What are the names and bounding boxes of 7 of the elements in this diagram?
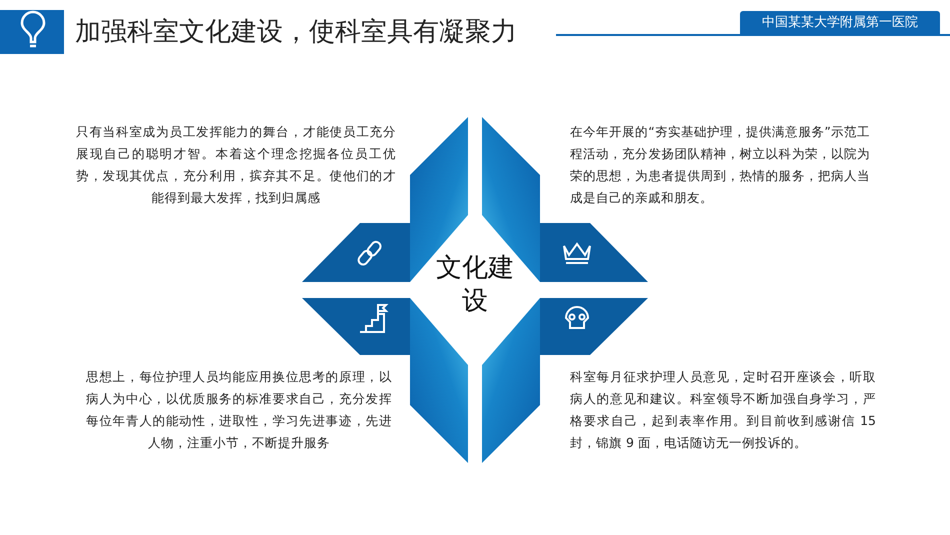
- paragraph: 只有当科室成为员工发挥能力的舞台，才能使员工充分展现自己的聪明才智。本着这个理念挖掘各位员工优势，发现其优点，充分利用，摈弃其不足。使他们的才能得到最大发挥，找到归属感: [76, 123, 396, 207]
- paragraph: 思想上，每位护理人员均能应用换位思考的原理，以病人为中心，以优质服务的标准要求自己，充分发挥每位年青人的能动性，进取性，学习先进事迹，先进人物，注重小节，不断提升服务: [86, 368, 392, 452]
- center-title: 文化建设: [435, 252, 515, 318]
- paragraph: 在今年开展的“夯实基础护理，提供满意服务”示范工程活动，充分发扬团队精神，树立以科为荣，以院为荣的思想，为患者提供周到，热情的服务，把病人当成是自己的亲戚和朋友。: [570, 123, 870, 207]
- hospital-name-tab: 中国某某大学附属第一医院: [740, 11, 940, 35]
- paragraph: 科室每月征求护理人员意见，定时召开座谈会，听取病人的意见和建议。科室领导不断加强自身学习，严格要求自己，起到表率作用。到目前收到感谢信 15 封，锦旗 9 面，电话随访无一例投诉的。: [570, 368, 876, 452]
- slide-title: 加强科室文化建设，使科室具有凝聚力: [75, 16, 517, 49]
